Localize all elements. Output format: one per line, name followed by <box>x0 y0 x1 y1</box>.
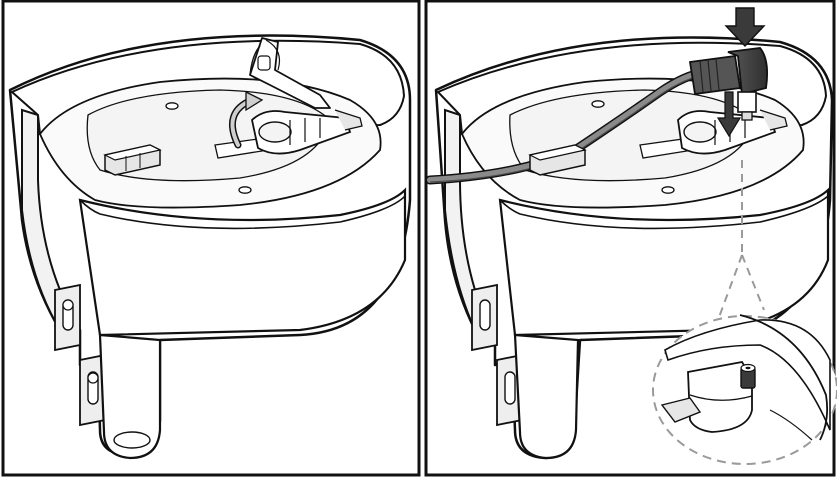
screw-hole <box>166 103 178 109</box>
callout-detail-view <box>653 315 837 464</box>
wall-mount-bracket-upper <box>55 285 80 350</box>
base-leg <box>100 335 160 458</box>
screw-hole <box>592 101 604 107</box>
screw-hole <box>662 187 674 193</box>
left-panel <box>3 1 419 475</box>
right-panel <box>426 1 837 475</box>
screw-hole <box>239 187 251 193</box>
wall-mount-bracket-upper <box>472 285 497 350</box>
base-leg <box>515 335 578 458</box>
